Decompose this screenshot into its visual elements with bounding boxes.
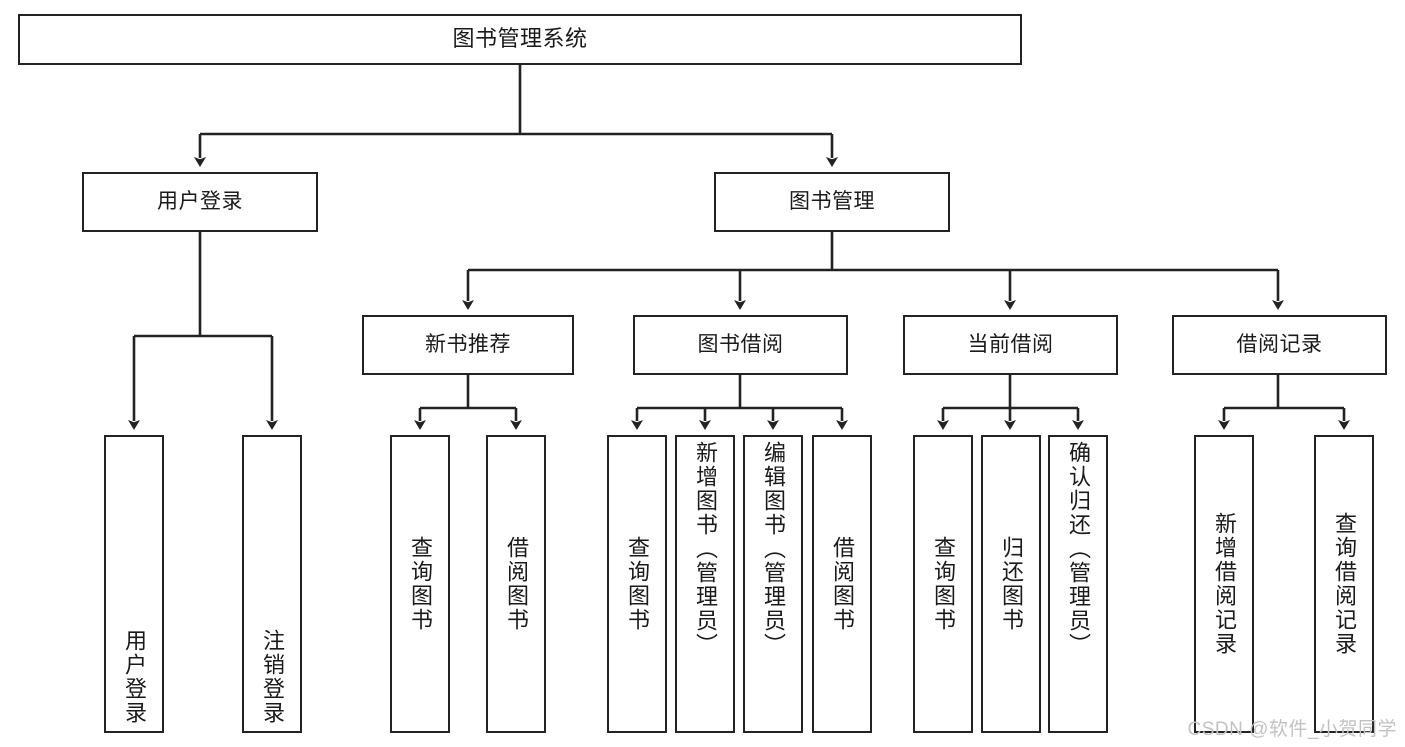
leaf-add-borrow-record[interactable]: 新增借阅记录 xyxy=(1194,435,1254,733)
leaf-logout[interactable]: 注销登录 xyxy=(242,435,302,733)
node-borrow-records[interactable]: 借阅记录 xyxy=(1172,315,1387,375)
leaf-query-book-current[interactable]: 查询图书 xyxy=(913,435,973,733)
node-book-management[interactable]: 图书管理 xyxy=(714,172,950,232)
node-new-book-recommend[interactable]: 新书推荐 xyxy=(362,315,574,375)
node-label: 查询图书 xyxy=(625,536,650,632)
node-book-borrow[interactable]: 图书借阅 xyxy=(633,315,848,375)
node-label: 借阅图书 xyxy=(830,536,855,632)
node-label: 图书管理 xyxy=(789,190,875,214)
node-label: 当前借阅 xyxy=(967,333,1054,357)
node-book-management-system[interactable]: 图书管理系统 xyxy=(18,14,1022,65)
node-label: 图书借阅 xyxy=(697,333,784,357)
leaf-query-borrow-record[interactable]: 查询借阅记录 xyxy=(1314,435,1374,733)
node-label: 查询图书 xyxy=(931,536,956,632)
leaf-borrow-book-newbook[interactable]: 借阅图书 xyxy=(486,435,546,733)
node-label: 查询图书 xyxy=(408,536,433,632)
node-label: 借阅记录 xyxy=(1236,333,1323,357)
node-user-login[interactable]: 用户登录 xyxy=(82,172,318,232)
node-label: 编辑图书（管理员） xyxy=(761,441,786,657)
leaf-borrow-book[interactable]: 借阅图书 xyxy=(812,435,872,733)
node-label: 用户登录 xyxy=(122,629,147,725)
leaf-edit-book-admin[interactable]: 编辑图书（管理员） xyxy=(743,435,803,733)
csdn-watermark: CSDN @软件_小贺同学 xyxy=(1187,719,1397,740)
node-label: 归还图书 xyxy=(999,536,1024,632)
node-label: 借阅图书 xyxy=(504,536,529,632)
node-label: 确认归还（管理员） xyxy=(1066,441,1091,657)
leaf-query-book-borrow[interactable]: 查询图书 xyxy=(607,435,667,733)
leaf-confirm-return-admin[interactable]: 确认归还（管理员） xyxy=(1048,435,1108,733)
leaf-query-book-newbook[interactable]: 查询图书 xyxy=(390,435,450,733)
node-label: 查询借阅记录 xyxy=(1332,512,1357,656)
node-label: 图书管理系统 xyxy=(452,26,588,52)
node-label: 新增图书（管理员） xyxy=(693,441,718,657)
leaf-user-login[interactable]: 用户登录 xyxy=(104,435,164,733)
node-current-borrow[interactable]: 当前借阅 xyxy=(903,315,1118,375)
leaf-return-book[interactable]: 归还图书 xyxy=(981,435,1041,733)
node-label: 新增借阅记录 xyxy=(1212,512,1237,656)
node-label: 新书推荐 xyxy=(425,333,511,357)
node-label: 注销登录 xyxy=(260,629,285,725)
leaf-add-book-admin[interactable]: 新增图书（管理员） xyxy=(675,435,735,733)
node-label: 用户登录 xyxy=(157,190,243,214)
